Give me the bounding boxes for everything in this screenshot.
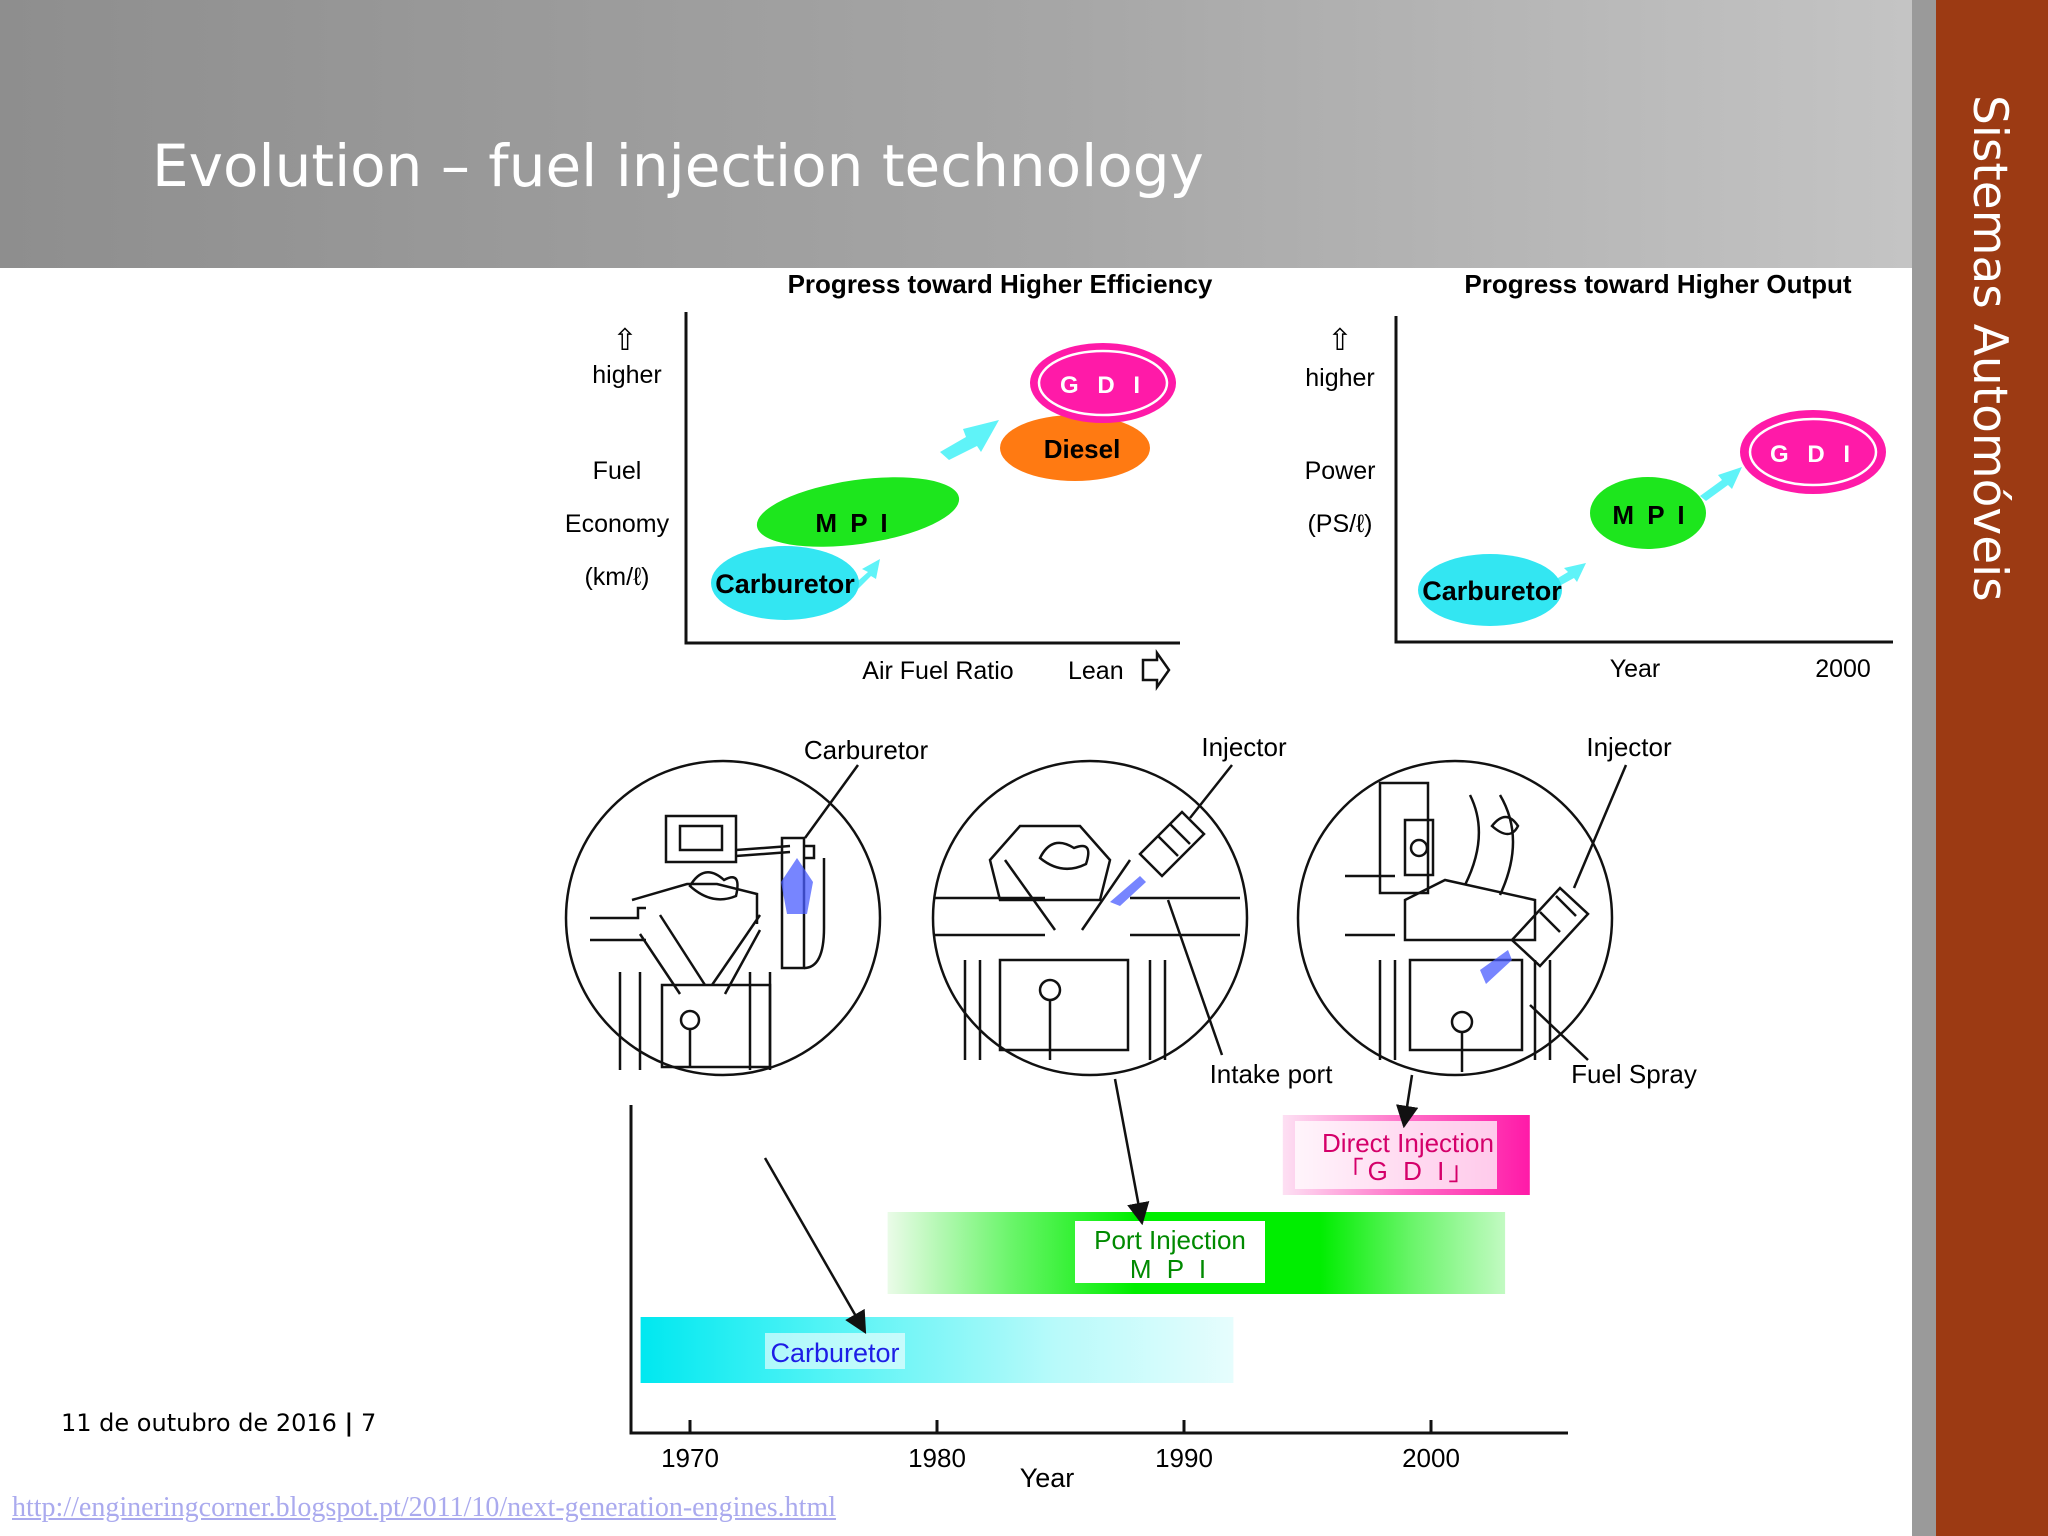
gdi-bubble [1740, 410, 1886, 494]
direct-injection-label: Direct Injection [1322, 1128, 1494, 1158]
output-chart-title: Progress toward Higher Output [1464, 269, 1851, 299]
gdi-bubble [1030, 343, 1176, 423]
efficiency-y-label: Economy [565, 510, 670, 538]
source-link[interactable]: http://engineringcorner.blogspot.pt/2011… [12, 1492, 837, 1523]
efficiency-y-higher: higher [592, 361, 662, 389]
direct-injection-era-arrow [1396, 1074, 1419, 1129]
title-bar [0, 0, 1912, 268]
technology-timeline: Direct Injection 「G D I」 Port Injection … [629, 1074, 1568, 1493]
direct-injection-label-box [1295, 1121, 1497, 1189]
gdi-label: G D I [1060, 372, 1146, 399]
efficiency-chart: Progress toward Higher Efficiency ⇧ high… [565, 269, 1213, 691]
output-y-unit: (PS/ℓ) [1307, 510, 1372, 538]
carburetor-era-label: Carburetor [770, 1338, 899, 1368]
fuel-spray-callout: Fuel Spray [1571, 1059, 1697, 1089]
port-injection-era-arrow [1113, 1078, 1150, 1226]
mpi-label: M P I [815, 508, 890, 538]
diesel-label: Diesel [1044, 434, 1121, 464]
output-up-arrow-icon: ⇧ [1327, 324, 1352, 357]
port-injection-label-box [1075, 1221, 1265, 1283]
lean-arrow-icon [1141, 649, 1171, 691]
slide-title: Evolution – fuel injection technology [152, 132, 1204, 200]
engine-diagrams [564, 759, 1628, 1077]
page-number: 7 [360, 1409, 377, 1437]
timeline-axes [629, 1105, 1568, 1435]
footer-separator: | [344, 1409, 354, 1437]
carburetor-bubble [711, 546, 859, 620]
carburetor-label: Carburetor [715, 569, 855, 599]
fuel-spray-pointer [1529, 1004, 1589, 1061]
injector-callout: Injector [1586, 732, 1672, 762]
timeline-tick-label: 1990 [1155, 1443, 1213, 1473]
timeline-tick-label: 1980 [908, 1443, 966, 1473]
sidebar-label: Sistemas Automóveis [1962, 95, 2017, 602]
footer-date: 11 de outubro de 2016 [61, 1409, 337, 1437]
output-x-end: 2000 [1815, 655, 1871, 683]
carburetor-bubble [1418, 554, 1562, 626]
timeline-x-label: Year [1020, 1463, 1075, 1493]
injector-pointer [1572, 764, 1628, 889]
mpi-bubble [756, 477, 960, 547]
progress-arrow-icon [1700, 467, 1742, 501]
carburetor-engine-illustration [564, 759, 882, 1077]
port-injection-sublabel: M P I [1130, 1254, 1210, 1284]
carburetor-label-box [765, 1333, 905, 1369]
output-x-label: Year [1610, 655, 1661, 683]
output-y-label: Power [1305, 457, 1376, 485]
timeline-tick-label: 1970 [661, 1443, 719, 1473]
gdi-bubble-ring [1748, 417, 1878, 487]
efficiency-y-label: Fuel [593, 457, 642, 485]
carburetor-pointer [803, 764, 860, 839]
efficiency-chart-title: Progress toward Higher Efficiency [788, 269, 1213, 299]
mpi-bubble [1590, 477, 1706, 549]
slide-footer: 11 de outubro de 2016 | 7 [61, 1409, 376, 1437]
progress-arrow-icon [940, 420, 999, 460]
carburetor-era-bar [640, 1317, 1234, 1383]
efficiency-y-unit: (km/ℓ) [584, 563, 649, 591]
diesel-bubble [1000, 415, 1150, 481]
gdi-bubble-ring [1037, 349, 1169, 417]
output-axes [1394, 316, 1893, 644]
carburetor-label: Carburetor [1422, 576, 1562, 606]
sidebar-divider [1912, 0, 1936, 1536]
diagram-labels: Carburetor Injector Injector Intake port… [804, 732, 1697, 1089]
output-y-higher: higher [1305, 364, 1375, 392]
sidebar-band [1936, 0, 2048, 1536]
fuel-injection-figure: Progress toward Higher Efficiency ⇧ high… [564, 269, 1893, 1493]
port-injection-engine-illustration [931, 759, 1249, 1077]
intake-port-pointer [1166, 899, 1224, 1056]
port-injection-label: Port Injection [1094, 1225, 1246, 1255]
efficiency-x-label: Air Fuel Ratio [862, 657, 1013, 685]
intake-port-callout: Intake port [1210, 1059, 1334, 1089]
efficiency-axes [684, 312, 1180, 645]
direct-injection-engine-illustration [1296, 759, 1614, 1077]
efficiency-x-lean: Lean [1068, 657, 1124, 685]
direct-injection-sublabel: 「G D I」 [1338, 1156, 1479, 1186]
mpi-label: M P I [1612, 500, 1687, 530]
gdi-label: G D I [1770, 441, 1856, 468]
injector-callout: Injector [1201, 732, 1287, 762]
output-chart: Progress toward Higher Output ⇧ higher P… [1305, 269, 1893, 683]
carburetor-era-arrow [763, 1157, 867, 1334]
injector-pointer [1189, 764, 1233, 819]
carburetor-callout: Carburetor [804, 735, 929, 765]
efficiency-up-arrow-icon: ⇧ [612, 324, 637, 357]
timeline-tick-label: 2000 [1402, 1443, 1460, 1473]
